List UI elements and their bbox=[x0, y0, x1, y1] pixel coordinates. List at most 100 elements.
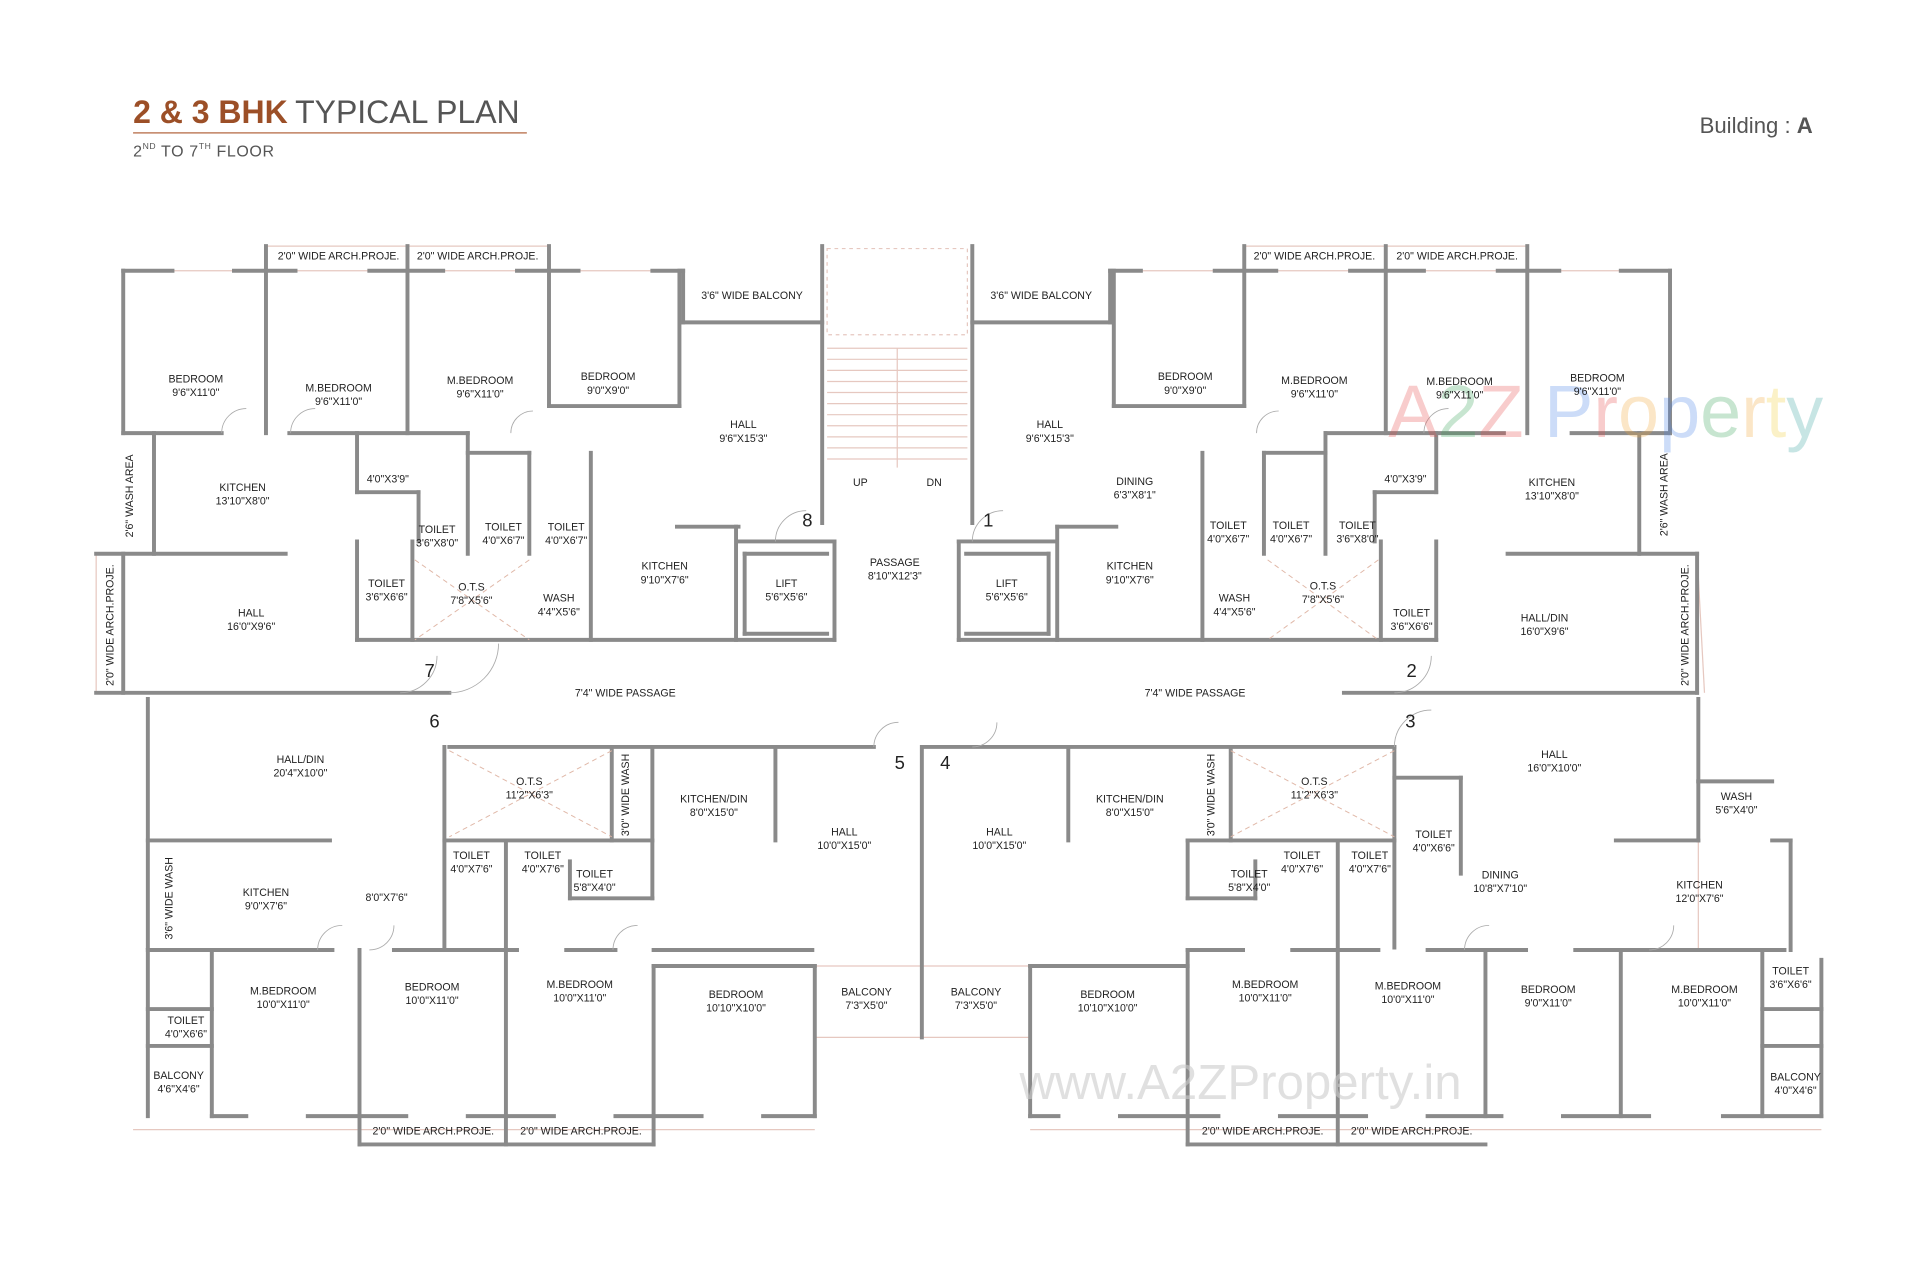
room-name: M.BEDROOM bbox=[1426, 376, 1492, 388]
room-lift: LIFT 5'6"X5'6" bbox=[986, 578, 1028, 604]
ots-cross bbox=[1267, 559, 1379, 641]
watermark-url: www.A2ZProperty.in bbox=[1018, 1055, 1461, 1110]
plan-annotation: 7'4" WIDE PASSAGE bbox=[1145, 687, 1246, 699]
plan-annotation: 2'0" WIDE ARCH.PROJE. bbox=[1396, 251, 1518, 263]
room-dimensions: 9'6"X11'0" bbox=[315, 396, 362, 408]
room-name: M.BEDROOM bbox=[547, 979, 613, 991]
room-name: TOILET bbox=[1351, 850, 1388, 862]
room-name: HALL bbox=[1541, 749, 1568, 761]
room-dimensions: 7'8"X5'6" bbox=[1302, 594, 1344, 606]
plan-annotation: 2'0" WIDE ARCH.PROJE. bbox=[1351, 1126, 1473, 1138]
room-dimensions: 4'0"X6'6" bbox=[165, 1028, 207, 1040]
room-dimensions: 5'8"X4'0" bbox=[573, 882, 615, 894]
room-name: BALCONY bbox=[841, 987, 892, 999]
room-dimensions: 10'8"X7'10" bbox=[1473, 883, 1527, 895]
room-name: M.BEDROOM bbox=[1375, 980, 1441, 992]
room-name: HALL/DIN bbox=[277, 754, 325, 766]
plan-annotation: 2'0" WIDE ARCH.PROJE. bbox=[1202, 1126, 1324, 1138]
room-dimensions: 9'6"X11'0" bbox=[1436, 390, 1483, 402]
room-dimensions: 10'0"X11'0" bbox=[406, 995, 459, 1007]
logo-letter: o bbox=[1618, 370, 1659, 453]
room-o-t-s: O.T.S 7'8"X5'6" bbox=[1302, 580, 1344, 606]
stair-landing bbox=[826, 247, 968, 336]
room-toilet: TOILET 4'0"X6'7" bbox=[545, 521, 587, 547]
flat-number: 7 bbox=[425, 660, 435, 681]
room-name: M.BEDROOM bbox=[1671, 984, 1737, 996]
room-dimensions: 9'6"X15'3" bbox=[1026, 433, 1074, 445]
room-dimensions: 4'6"X4'6" bbox=[158, 1084, 200, 1096]
vertical-annotation: 2'0" WIDE ARCH.PROJE. bbox=[1679, 564, 1691, 686]
room-dimensions: 10'0"X11'0" bbox=[553, 993, 606, 1005]
room-name: M.BEDROOM bbox=[447, 375, 513, 387]
plan-annotation: 4'0"X3'9" bbox=[1384, 473, 1426, 485]
room-name: BALCONY bbox=[1770, 1071, 1821, 1083]
room-name: LIFT bbox=[776, 578, 798, 590]
flat-number: 8 bbox=[802, 510, 812, 531]
room-dimensions: 10'10"X10'0" bbox=[1078, 1003, 1138, 1015]
room-name: M.BEDROOM bbox=[305, 382, 371, 394]
flat-number: 5 bbox=[895, 752, 905, 773]
plan-annotation: UP bbox=[853, 477, 868, 489]
room-name: TOILET bbox=[368, 578, 405, 590]
room-name: TOILET bbox=[1231, 868, 1268, 880]
room-dimensions: 4'0"X6'7" bbox=[545, 535, 587, 547]
logo-letter: t bbox=[1766, 370, 1787, 453]
room-name: BEDROOM bbox=[1158, 371, 1213, 383]
room-dimensions: 5'8"X4'0" bbox=[1228, 882, 1270, 894]
door-swing bbox=[1423, 408, 1449, 434]
room-name: DINING bbox=[1482, 870, 1519, 882]
door-swing bbox=[1394, 655, 1432, 694]
plan-annotation: 2'0" WIDE ARCH.PROJE. bbox=[1254, 251, 1376, 263]
room-dimensions: 9'0"X9'0" bbox=[1164, 385, 1206, 397]
door-swing bbox=[774, 510, 807, 542]
ots-cross-layer bbox=[414, 559, 1395, 838]
room-name: BEDROOM bbox=[1521, 984, 1576, 996]
plan-annotation: 3'6" WIDE BALCONY bbox=[701, 290, 803, 302]
door-swing bbox=[1649, 925, 1675, 951]
room-name: TOILET bbox=[548, 521, 585, 533]
room-name: TOILET bbox=[1284, 850, 1321, 862]
room-dimensions: 4'0"X7'6" bbox=[1281, 863, 1323, 875]
room-name: TOILET bbox=[576, 868, 613, 880]
room-name: O.T.S bbox=[516, 776, 542, 788]
plan-annotation: 2'0" WIDE ARCH.PROJE. bbox=[373, 1126, 495, 1138]
logo-letter: r bbox=[1593, 370, 1618, 453]
room-dimensions: 5'6"X5'6" bbox=[986, 592, 1028, 604]
room-dimensions: 9'6"X11'0" bbox=[1574, 386, 1621, 398]
flat-number: 4 bbox=[940, 752, 950, 773]
room-dimensions: 5'6"X5'6" bbox=[765, 592, 807, 604]
room-name: LIFT bbox=[996, 578, 1018, 590]
room-name: KITCHEN/DIN bbox=[680, 793, 748, 805]
room-dimensions: 4'0"X6'7" bbox=[1270, 534, 1312, 546]
room-dimensions: 16'0"X10'0" bbox=[1527, 763, 1581, 775]
room-name: M.BEDROOM bbox=[250, 985, 316, 997]
room-name: O.T.S bbox=[1310, 580, 1336, 592]
room-dimensions: 4'0"X6'7" bbox=[482, 535, 524, 547]
building-label: Building : A bbox=[1700, 113, 1813, 138]
room-hall: HALL 16'0"X10'0" bbox=[1527, 749, 1581, 775]
room-name: BALCONY bbox=[153, 1070, 204, 1082]
room-name: KITCHEN bbox=[219, 482, 265, 494]
room-dimensions: 4'0"X7'6" bbox=[522, 863, 564, 875]
vertical-annotation: 3'6" WIDE WASH bbox=[163, 857, 175, 939]
room-o-t-s: O.T.S11'2"X6'3" bbox=[1291, 776, 1338, 802]
room-bedroom: BEDROOM 9'0"X9'0" bbox=[1158, 371, 1213, 397]
room-name: TOILET bbox=[1415, 829, 1452, 841]
room-name: TOILET bbox=[419, 524, 456, 536]
